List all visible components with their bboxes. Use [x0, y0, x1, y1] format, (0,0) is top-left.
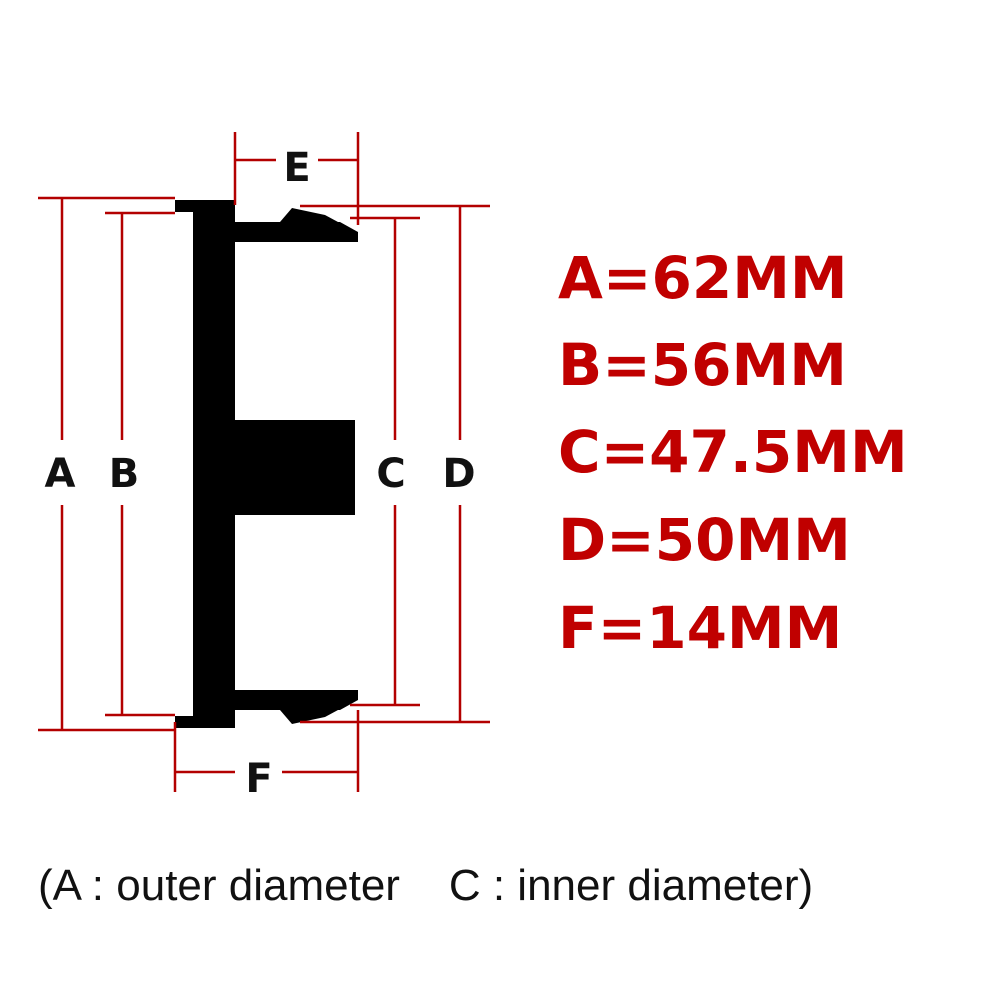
- cap-profile: [175, 200, 358, 728]
- label-b: B: [109, 451, 140, 497]
- spec-d: D=50MM: [558, 506, 851, 574]
- label-a: A: [45, 451, 76, 497]
- label-e: E: [283, 145, 310, 191]
- bottom-clip-tooth: [280, 710, 338, 724]
- label-d: D: [442, 451, 475, 497]
- specification-list: A=62MM B=56MM C=47.5MM D=50MM F=14MM: [558, 244, 908, 662]
- spec-c: C=47.5MM: [558, 418, 908, 486]
- spec-b: B=56MM: [558, 331, 847, 399]
- label-f: F: [245, 756, 272, 802]
- label-c: C: [376, 451, 405, 497]
- top-clip-tooth: [280, 208, 338, 222]
- caption: (A : outer diameter C : inner diameter): [38, 861, 813, 910]
- spec-f: F=14MM: [558, 594, 842, 662]
- part-cross-section: [175, 200, 358, 728]
- spec-a: A=62MM: [558, 244, 848, 312]
- dimension-lines: [38, 132, 490, 792]
